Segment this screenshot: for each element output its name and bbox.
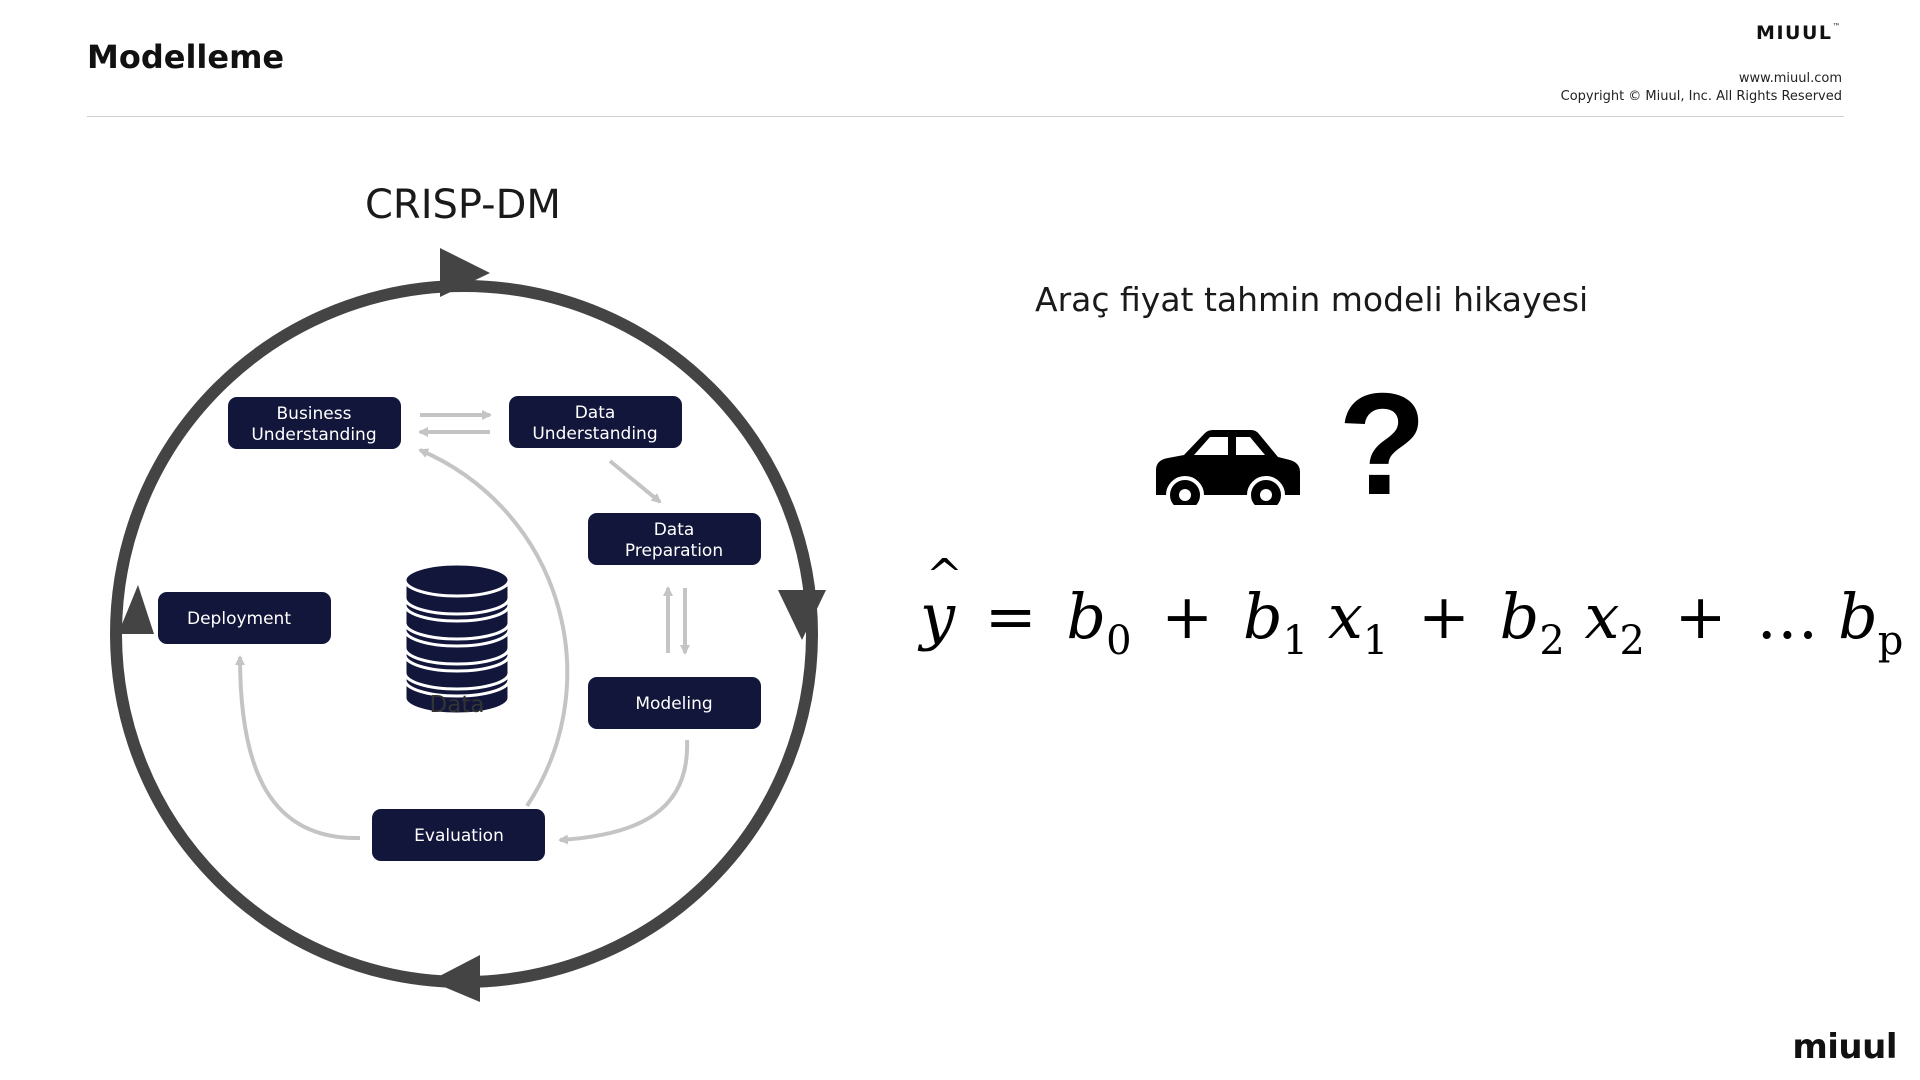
phase-label-line: Modeling xyxy=(635,694,712,714)
miuul-logo: miuul xyxy=(1792,1027,1897,1067)
regression-formula: y^ = b0 + b1 x1 + b2 x2 + … bp xp xyxy=(920,550,1920,661)
formula-bp: b xyxy=(1838,580,1878,653)
formula-equals: = xyxy=(984,580,1037,653)
phase-label-line: Data xyxy=(654,520,695,540)
header-divider xyxy=(87,116,1844,117)
formula-b1: b xyxy=(1242,580,1283,653)
database-icon xyxy=(403,562,511,716)
phase-business-understanding: Business Understanding xyxy=(228,397,401,449)
phase-label-line: Deployment xyxy=(187,609,291,629)
formula-x2: x xyxy=(1584,580,1620,653)
formula-b0: b xyxy=(1066,580,1107,653)
phase-label-line: Data xyxy=(575,403,616,423)
phase-label-line: Understanding xyxy=(532,424,657,444)
phase-label-line: Preparation xyxy=(625,541,723,561)
phase-label-line: Evaluation xyxy=(414,826,504,846)
formula-x2-sub: 2 xyxy=(1619,618,1645,664)
phase-deployment: Deployment xyxy=(158,592,331,644)
question-mark-icon: ? xyxy=(1338,363,1427,525)
slide-title: Modelleme xyxy=(87,38,285,76)
diagram-title: CRISP-DM xyxy=(365,182,561,228)
formula-b2-sub: 2 xyxy=(1539,618,1565,664)
car-icon xyxy=(1156,430,1300,505)
flow-arrow-du-to-dp xyxy=(608,459,662,504)
formula-plus: + xyxy=(1417,580,1470,653)
phase-data-preparation: Data Preparation xyxy=(588,513,761,565)
formula-x1: x xyxy=(1327,580,1363,653)
ring-arrow-right xyxy=(778,590,826,640)
trademark-mark: ™ xyxy=(1832,22,1842,31)
flow-arrow-eval-to-bu xyxy=(418,448,570,808)
phase-modeling: Modeling xyxy=(588,677,761,729)
website-url: www.miuul.com xyxy=(1738,71,1842,86)
ring-arrow-bottom xyxy=(430,955,480,1002)
phase-label-line: Business xyxy=(277,404,352,424)
formula-plus: + xyxy=(1161,580,1214,653)
formula-b2: b xyxy=(1499,580,1540,653)
copyright-notice: Copyright © Miuul, Inc. All Rights Reser… xyxy=(1560,89,1842,104)
brand-name: MIUUL xyxy=(1756,22,1833,44)
formula-x1-sub: 1 xyxy=(1362,618,1389,664)
crisp-dm-diagram: Business Understanding Data Understandin… xyxy=(110,248,826,1002)
ring-arrow-top xyxy=(440,248,490,297)
brand-wordmark: MIUUL™ xyxy=(1756,22,1842,44)
phase-label-line: Understanding xyxy=(251,425,376,445)
formula-y: y xyxy=(920,580,956,653)
formula-bp-sub: p xyxy=(1877,618,1904,664)
formula-b1-sub: 1 xyxy=(1282,618,1309,664)
ring-arrow-left xyxy=(118,585,154,634)
formula-yhat: y^ xyxy=(920,550,963,653)
flow-arrow-eval-to-deploy xyxy=(235,655,361,841)
formula-ellipsis: … xyxy=(1756,580,1819,653)
story-title: Araç fiyat tahmin modeli hikayesi xyxy=(1035,280,1589,319)
flow-arrow-mod-to-eval xyxy=(558,739,690,845)
data-center-label: Data xyxy=(430,692,485,718)
formula-plus: + xyxy=(1674,580,1727,653)
phase-data-understanding: Data Understanding xyxy=(509,396,682,448)
formula-b0-sub: 0 xyxy=(1106,618,1132,664)
formula-hat: ^ xyxy=(926,550,963,601)
phase-evaluation: Evaluation xyxy=(372,809,545,861)
